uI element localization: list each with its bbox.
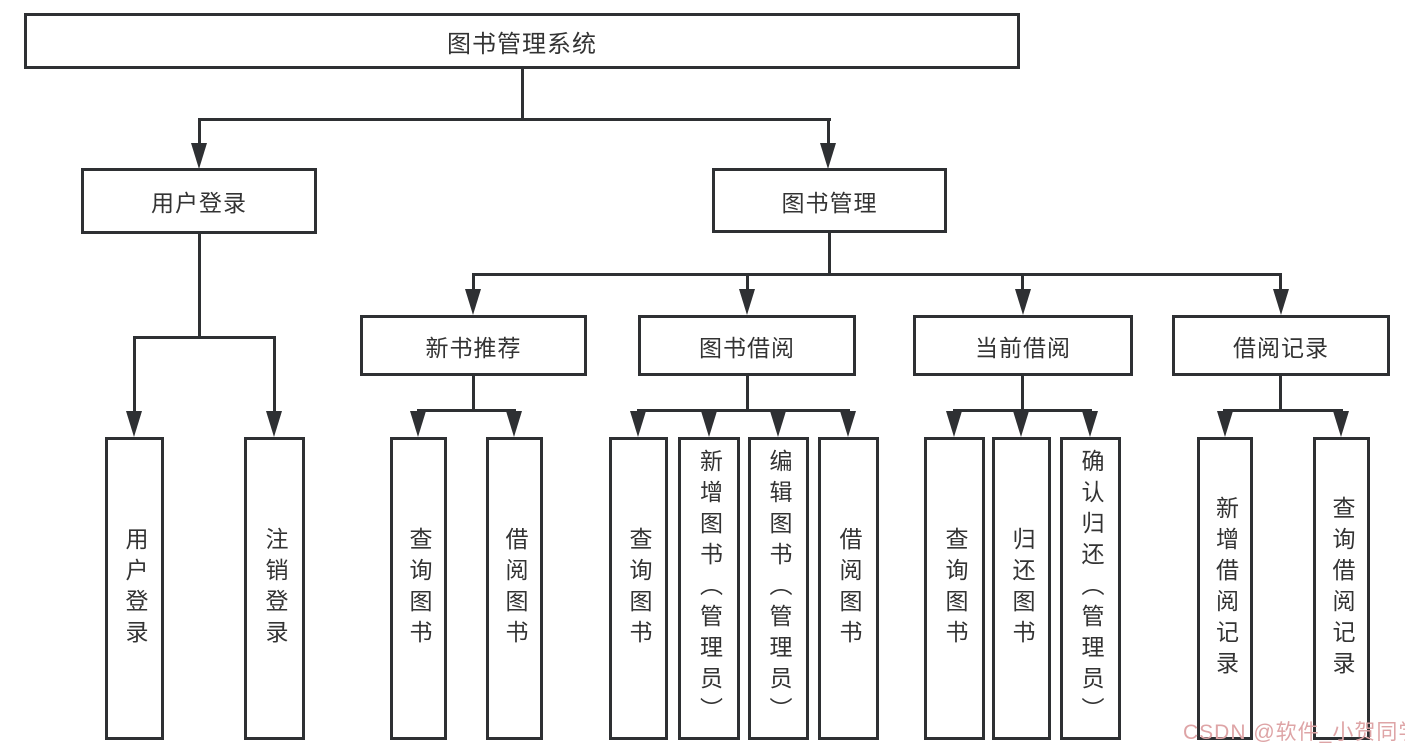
connector-line <box>828 233 831 273</box>
connector-line <box>472 273 1282 276</box>
node-label: 新增图书（管理员） <box>696 449 723 728</box>
arrowhead-down-icon <box>1082 411 1098 437</box>
node-current-borrowing: 当前借阅 <box>913 315 1133 376</box>
node-label: 图书借阅 <box>699 334 795 361</box>
node-label: 图书管理系统 <box>447 30 597 58</box>
connector-line <box>1223 409 1343 412</box>
node-leaf-borrow-books-2: 借阅图书 <box>818 437 879 740</box>
connector-line <box>198 234 201 336</box>
connector-line <box>417 409 516 412</box>
connector-line <box>472 273 475 291</box>
node-user-login: 用户登录 <box>81 168 317 234</box>
connector-line <box>133 336 276 339</box>
node-label: 查询图书 <box>942 526 968 651</box>
connector-line <box>827 118 830 145</box>
connector-line <box>637 409 850 412</box>
node-label: 新增借阅记录 <box>1212 495 1239 682</box>
connector-line <box>1021 273 1024 291</box>
node-label: 用户登录 <box>122 526 148 651</box>
node-label: 查询借阅记录 <box>1329 495 1355 682</box>
connector-line <box>273 336 276 411</box>
node-label: 借阅图书 <box>836 526 862 651</box>
arrowhead-down-icon <box>1015 289 1031 315</box>
node-label: 新书推荐 <box>425 334 522 361</box>
connector-line <box>198 118 201 145</box>
node-label: 图书管理 <box>781 189 878 216</box>
arrowhead-down-icon <box>465 289 481 315</box>
node-leaf-return-books: 归还图书 <box>992 437 1051 740</box>
arrowhead-down-icon <box>820 143 836 169</box>
node-label: 借阅记录 <box>1233 334 1329 361</box>
node-new-book-recommend: 新书推荐 <box>360 315 587 376</box>
arrowhead-down-icon <box>1273 289 1289 315</box>
node-leaf-logout: 注销登录 <box>244 437 305 740</box>
arrowhead-down-icon <box>840 411 856 437</box>
arrowhead-down-icon <box>1013 411 1029 437</box>
node-book-borrowing: 图书借阅 <box>638 315 856 376</box>
connector-line <box>953 409 1092 412</box>
node-leaf-add-borrow-record: 新增借阅记录 <box>1197 437 1253 740</box>
node-label: 当前借阅 <box>975 334 1071 361</box>
node-leaf-confirm-return: 确认归还（管理员） <box>1060 437 1121 740</box>
node-label: 查询图书 <box>406 526 432 651</box>
node-label: 借阅图书 <box>502 526 528 651</box>
connector-line <box>1021 376 1024 409</box>
node-leaf-borrow-books-1: 借阅图书 <box>486 437 543 740</box>
arrowhead-down-icon <box>266 411 282 437</box>
arrowhead-down-icon <box>126 411 142 437</box>
node-label: 注销登录 <box>262 526 288 651</box>
node-leaf-query-borrow-record: 查询借阅记录 <box>1313 437 1370 740</box>
node-leaf-query-books-2: 查询图书 <box>609 437 668 740</box>
node-borrowing-records: 借阅记录 <box>1172 315 1390 376</box>
connector-line <box>472 376 475 409</box>
node-label: 确认归还（管理员） <box>1078 449 1104 728</box>
node-book-management: 图书管理 <box>712 168 947 233</box>
connector-line <box>746 376 749 409</box>
arrowhead-down-icon <box>1217 411 1233 437</box>
arrowhead-down-icon <box>1333 411 1349 437</box>
arrowhead-down-icon <box>739 289 755 315</box>
csdn-watermark: CSDN @软件_小贺同学 <box>1183 721 1405 744</box>
node-leaf-query-books-1: 查询图书 <box>390 437 447 740</box>
node-label: 用户登录 <box>151 190 247 216</box>
arrowhead-down-icon <box>630 411 646 437</box>
connector-line <box>1279 273 1282 291</box>
connector-line <box>521 69 524 119</box>
node-leaf-edit-books: 编辑图书（管理员） <box>748 437 809 740</box>
node-root: 图书管理系统 <box>24 13 1020 69</box>
connector-line <box>198 118 831 121</box>
connector-line <box>1279 376 1282 409</box>
node-leaf-user-login: 用户登录 <box>105 437 164 740</box>
arrowhead-down-icon <box>410 411 426 437</box>
node-label: 编辑图书（管理员） <box>766 449 792 728</box>
arrowhead-down-icon <box>770 411 786 437</box>
node-leaf-query-books-3: 查询图书 <box>924 437 985 740</box>
connector-line <box>133 336 136 411</box>
arrowhead-down-icon <box>946 411 962 437</box>
node-label: 归还图书 <box>1009 526 1035 651</box>
node-label: 查询图书 <box>626 526 652 651</box>
arrowhead-down-icon <box>506 411 522 437</box>
connector-line <box>746 273 749 291</box>
node-leaf-add-books: 新增图书（管理员） <box>678 437 740 740</box>
arrowhead-down-icon <box>701 411 717 437</box>
arrowhead-down-icon <box>191 143 207 169</box>
